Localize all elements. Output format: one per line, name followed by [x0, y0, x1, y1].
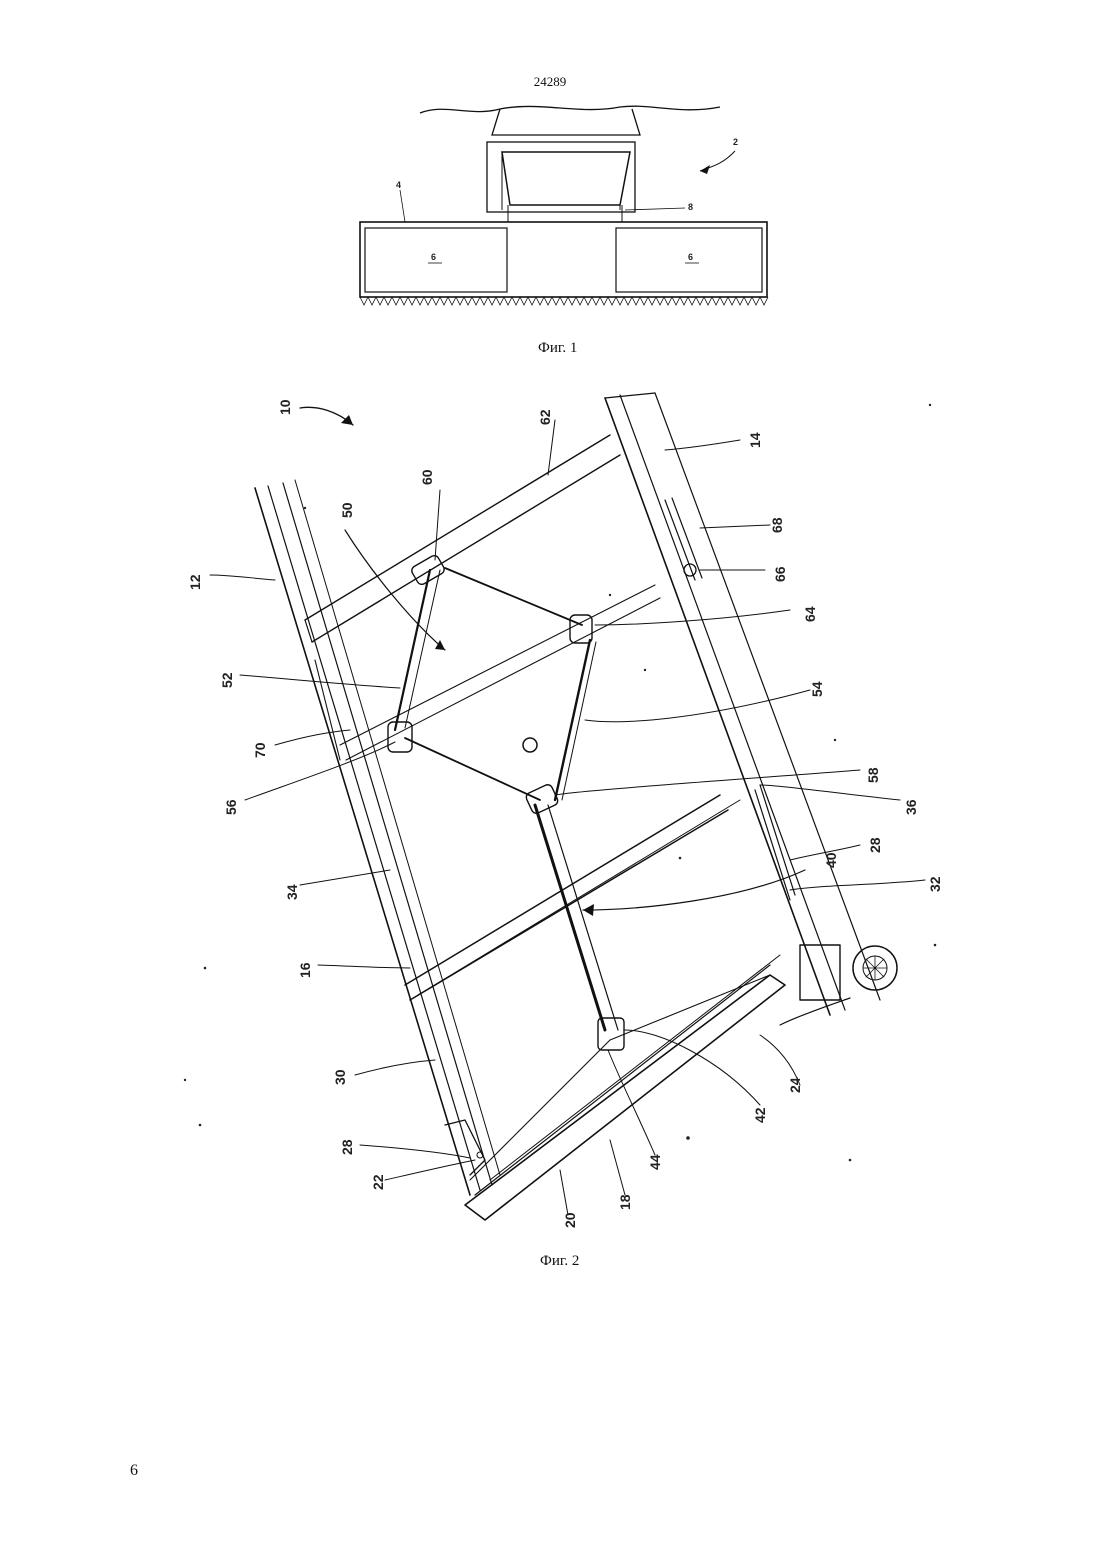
figure-1-drawing: 2 4 8 6 6 — [350, 95, 780, 325]
fig2-label-54: 54 — [809, 681, 825, 697]
fig1-label-4: 4 — [396, 180, 401, 190]
figure-2-drawing: 10 12 14 62 60 50 68 66 64 52 54 70 56 5… — [150, 385, 950, 1245]
page-number: 6 — [130, 1462, 138, 1480]
fig1-label-2: 2 — [733, 137, 738, 147]
fig2-label-28-left: 28 — [339, 1139, 355, 1155]
fig2-label-10: 10 — [277, 399, 293, 415]
fig2-label-32: 32 — [927, 876, 943, 892]
fig2-label-36: 36 — [903, 799, 919, 815]
fig2-label-62: 62 — [537, 409, 553, 425]
fig2-label-64: 64 — [802, 606, 818, 622]
fig2-label-28-right: 28 — [867, 837, 883, 853]
fig2-label-34: 34 — [284, 884, 300, 900]
fig2-label-56: 56 — [223, 799, 239, 815]
fig2-label-60: 60 — [419, 469, 435, 485]
fig2-label-58: 58 — [865, 767, 881, 783]
fig2-label-40: 40 — [823, 852, 839, 868]
fig2-label-22: 22 — [370, 1174, 386, 1190]
fig2-label-14: 14 — [747, 432, 763, 448]
fig2-label-16: 16 — [297, 962, 313, 978]
figure-2-caption: Фиг. 2 — [540, 1253, 579, 1270]
document-number: 24289 — [0, 74, 1100, 90]
fig2-label-52: 52 — [219, 672, 235, 688]
fig1-label-8: 8 — [688, 202, 693, 212]
fig2-label-12: 12 — [187, 574, 203, 590]
fig2-label-50: 50 — [339, 502, 355, 518]
fig2-label-24: 24 — [787, 1077, 803, 1093]
figure-1-caption: Фиг. 1 — [538, 340, 577, 357]
fig2-label-30: 30 — [332, 1069, 348, 1085]
fig1-label-6-right: 6 — [688, 252, 693, 262]
fig2-label-20: 20 — [562, 1212, 578, 1228]
fig2-label-42: 42 — [752, 1107, 768, 1123]
fig1-label-6-left: 6 — [431, 252, 436, 262]
fig2-label-18: 18 — [617, 1194, 633, 1210]
fig2-label-68: 68 — [769, 517, 785, 533]
fig2-label-44: 44 — [647, 1154, 663, 1170]
fig2-label-70: 70 — [252, 742, 268, 758]
fig2-label-66: 66 — [772, 566, 788, 582]
